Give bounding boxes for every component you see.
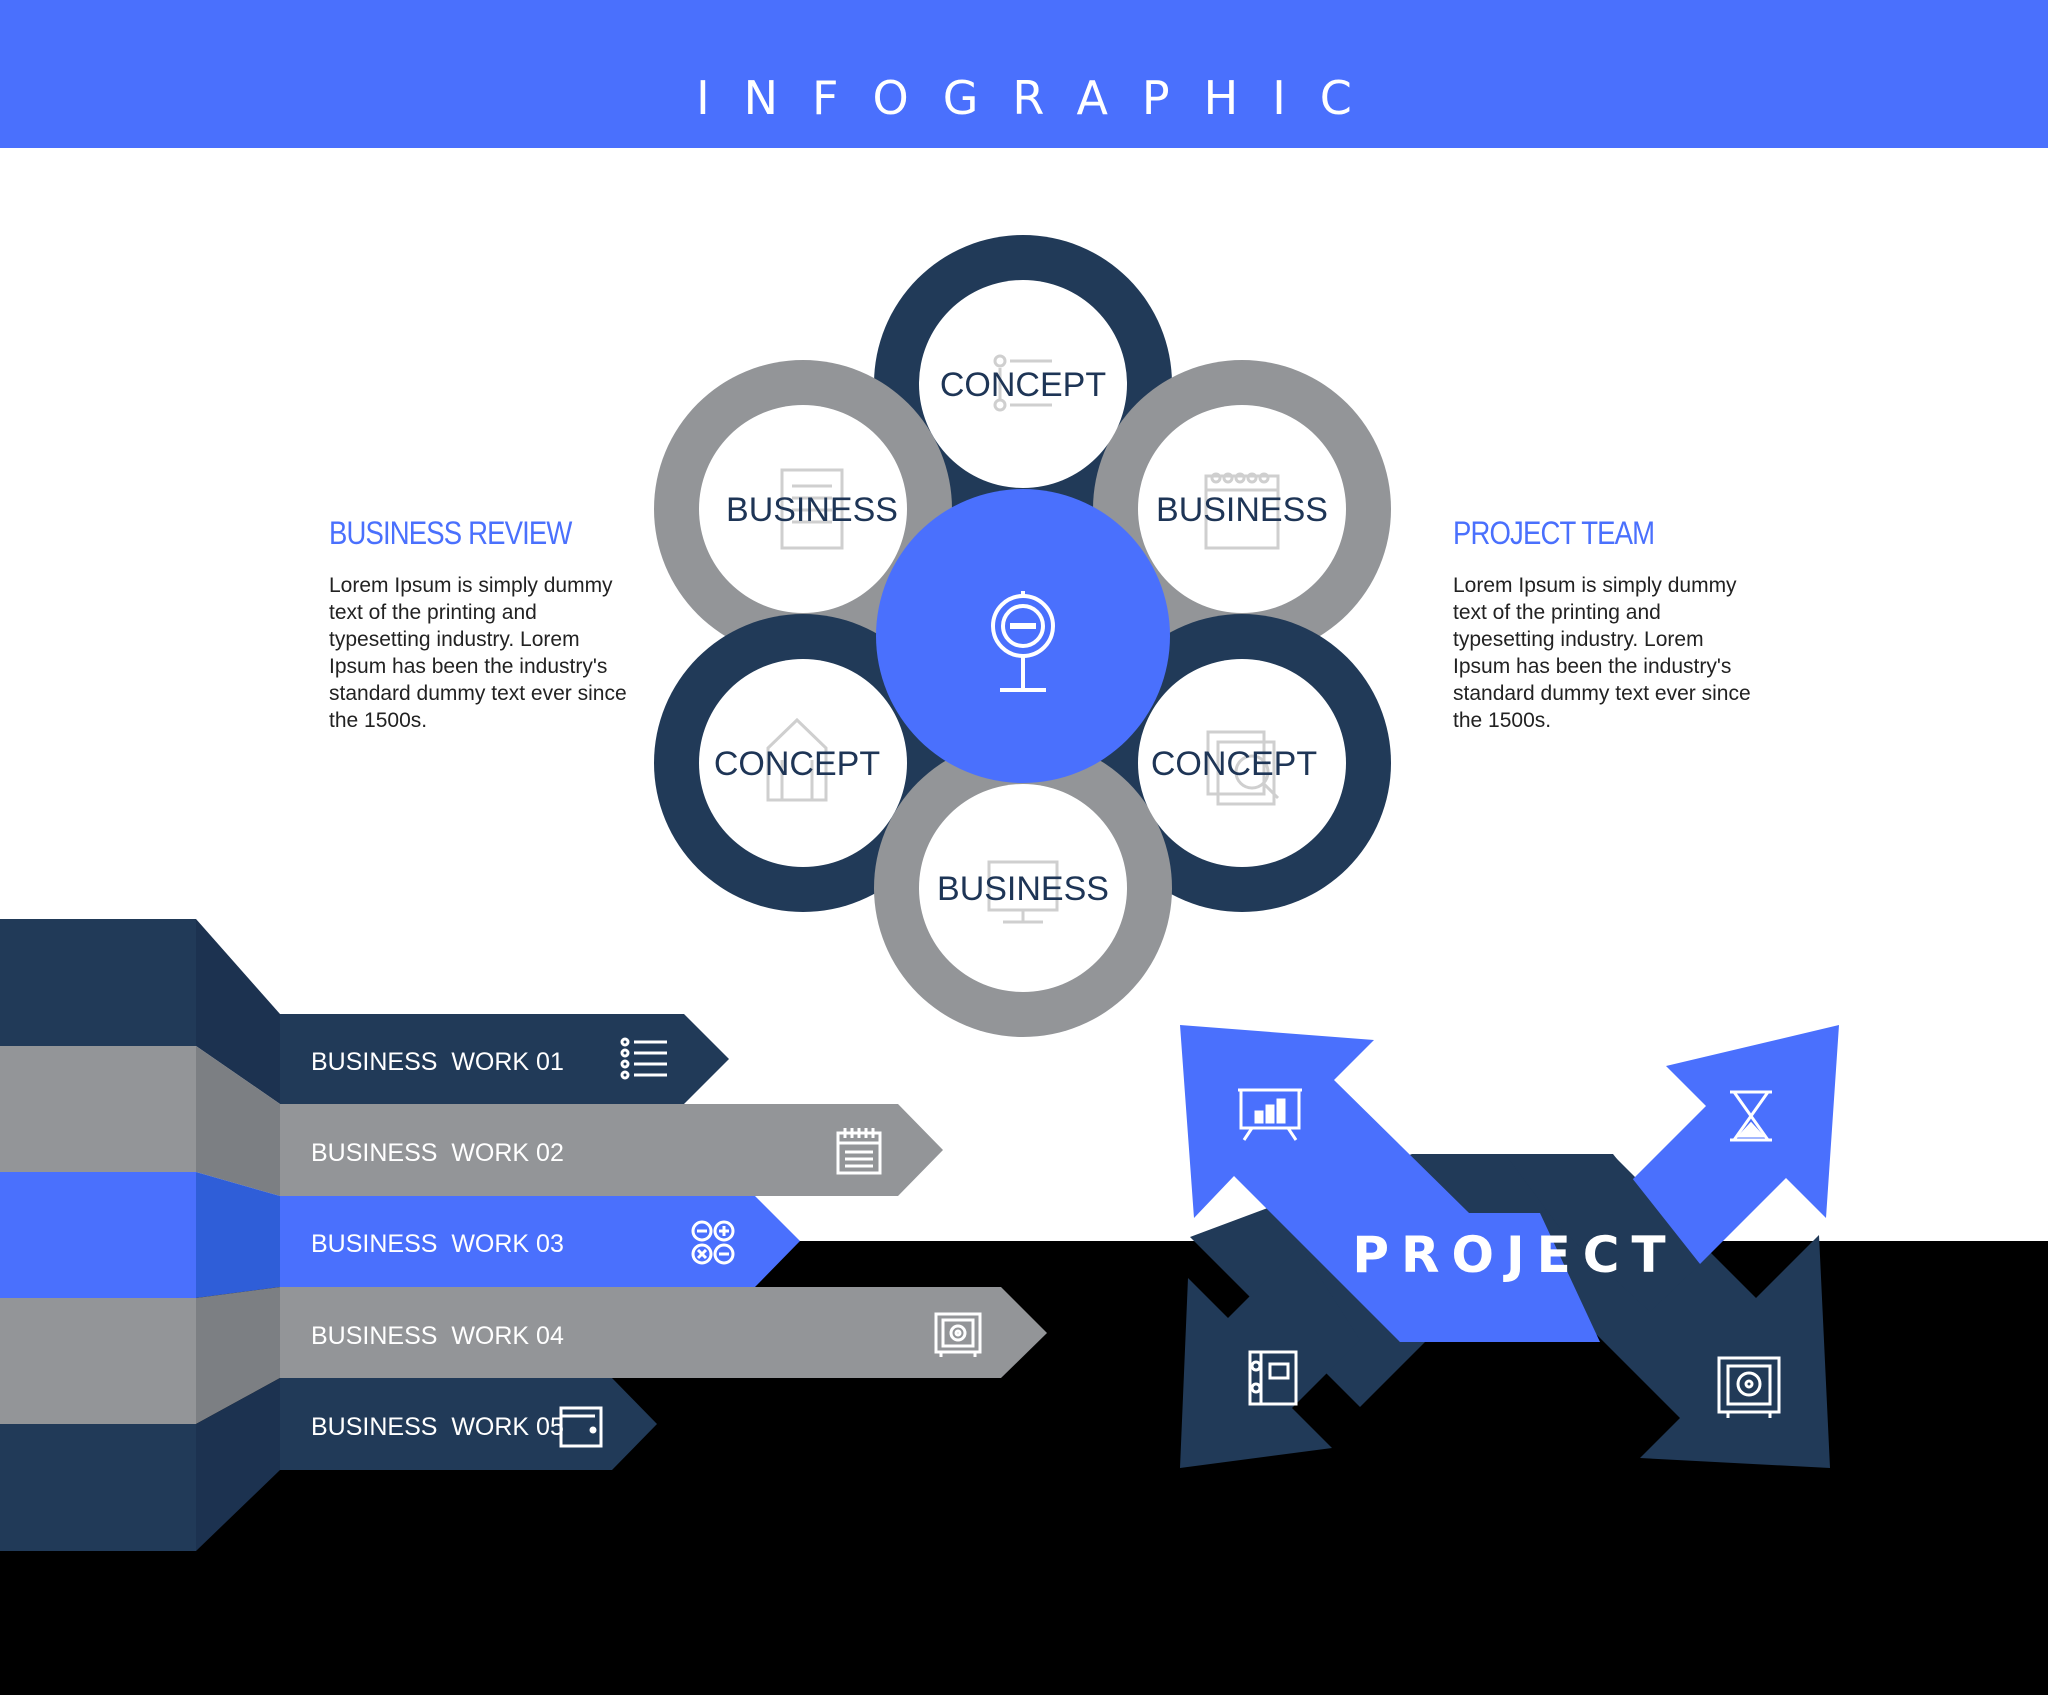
page-title: INFOGRAPHIC [696,71,1386,125]
stack-band-02 [0,1046,196,1172]
work-label-05: BUSINESS WORK 05 [311,1413,564,1441]
work-arrow-01 [280,1014,729,1104]
stack-band-03 [0,1172,196,1298]
safe-icon [1717,1356,1781,1418]
presentation-chart-icon [1238,1088,1302,1141]
globe-stand-icon [991,591,1055,692]
project-team-title: PROJECT TEAM [1453,515,1655,551]
monitor-icon [987,860,1059,924]
list-icon [620,1037,667,1080]
project-label: PROJECT [1352,1226,1677,1284]
calculator-icon [691,1220,735,1265]
petal-label-top: CONCEPT [940,366,1106,404]
hourglass-icon [1730,1090,1772,1142]
work-arrow-03 [280,1196,800,1287]
work-label-01: BUSINESS WORK 01 [311,1048,564,1076]
business-review-text: Lorem Ipsum is simply dummy text of the … [329,574,627,732]
notebook-icon [1248,1350,1298,1406]
business-review-title: BUSINESS REVIEW [329,515,572,551]
petal-label-bottom-right: CONCEPT [1151,745,1317,783]
safe-icon [934,1312,982,1357]
work-arrow-02 [280,1104,943,1196]
work-label-04: BUSINESS WORK 04 [311,1322,564,1350]
document-icon [780,468,844,550]
project-arrows: PROJECT [1180,1025,1839,1468]
stack-fold-04 [196,1287,280,1424]
stack-fold-03 [196,1172,280,1298]
stack-fold-05 [196,1378,280,1551]
work-arrow-04 [280,1287,1047,1378]
header-bar [0,0,2048,148]
stack-fold-02 [196,1046,280,1196]
business-work-list: BUSINESS WORK 01 BUSINESS WORK 02 BUSINE… [0,919,1047,1551]
wallet-icon [559,1406,603,1448]
project-arrow-top-right [1612,1025,1839,1264]
petal-label-top-left: BUSINESS [726,491,898,529]
stack-band-05 [0,1424,196,1551]
work-label-03: BUSINESS WORK 03 [311,1230,564,1258]
petal-label-bottom-left: CONCEPT [714,745,880,783]
flower-center [876,489,1170,783]
project-arrow-bottom-left [1180,1246,1360,1468]
petal-label-top-right: BUSINESS [1156,491,1328,529]
calendar-icon [1204,472,1280,550]
house-icon [766,717,828,802]
concept-flower: CONCEPT BUSINESS CONCEPT BUSINESS CONCEP… [654,235,1391,1037]
stack-fold-01 [196,919,280,1104]
project-team-text: Lorem Ipsum is simply dummy text of the … [1453,574,1751,732]
stack-band-01 [0,919,196,1046]
petal-label-bottom: BUSINESS [937,870,1109,908]
flowchart-icon [993,354,1052,412]
stack-band-04 [0,1298,196,1424]
work-label-02: BUSINESS WORK 02 [311,1139,564,1167]
magnifier-docs-icon [1206,730,1280,806]
calendar-icon [836,1128,882,1175]
